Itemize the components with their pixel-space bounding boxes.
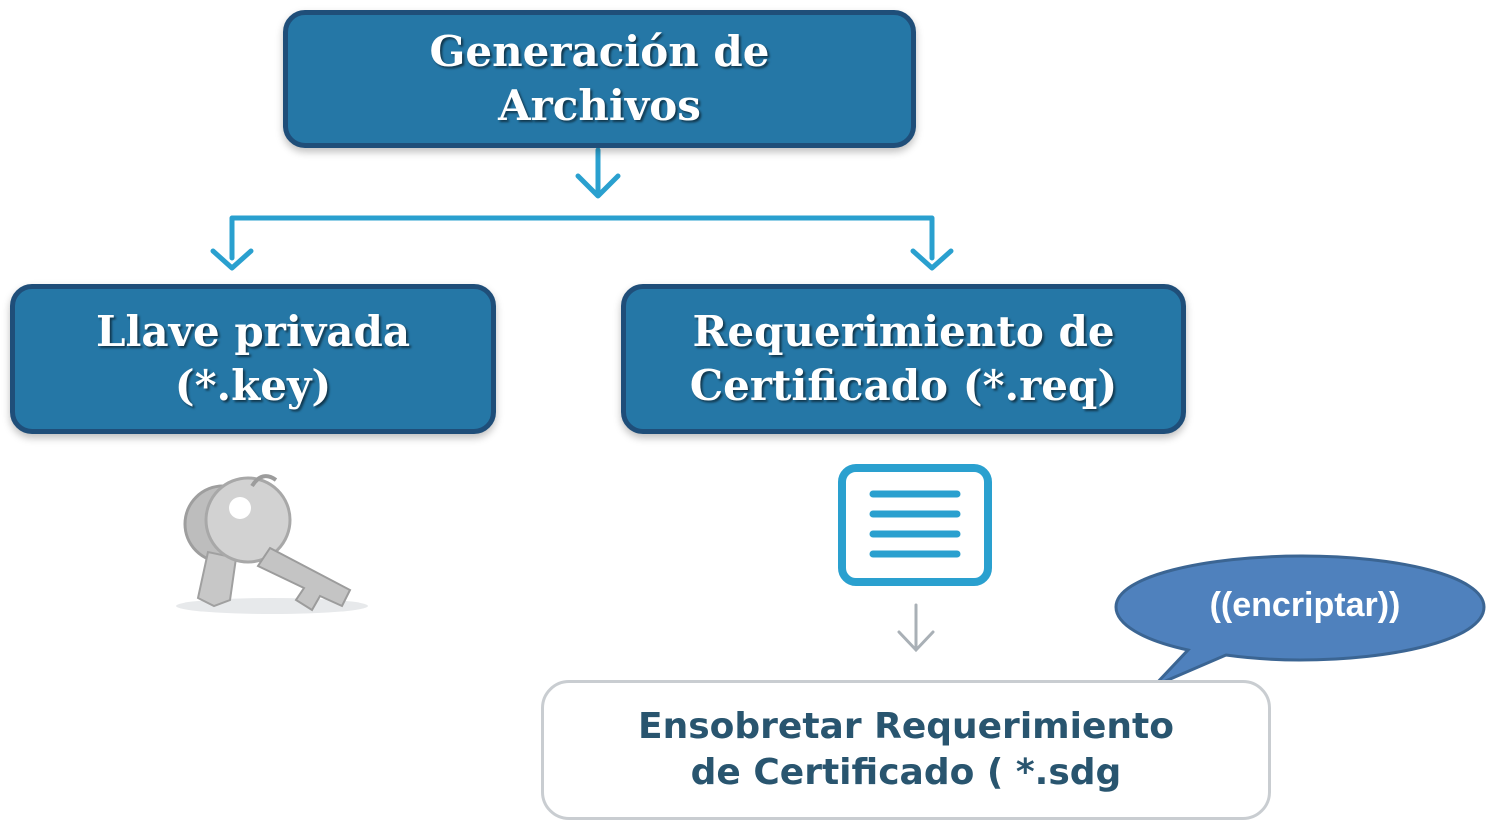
node-requerimiento-certificado: Requerimiento de Certificado (*.req) <box>621 284 1186 434</box>
node-label-line1: Ensobretar Requerimiento <box>638 706 1174 747</box>
key-icon <box>176 474 368 614</box>
node-generacion-archivos: Generación de Archivos <box>283 10 916 148</box>
node-label-line1: Generación de <box>429 27 770 76</box>
node-label-line1: Requerimiento de <box>692 307 1115 356</box>
node-ensobretar-requerimiento: Ensobretar Requerimiento de Certificado … <box>541 680 1271 820</box>
node-label-line1: Llave privada <box>95 307 411 356</box>
connector-root <box>210 147 954 271</box>
node-label-line2: de Certificado ( *.sdg <box>690 752 1122 793</box>
document-icon <box>838 464 992 586</box>
node-label-line2: Certificado (*.req) <box>689 361 1118 410</box>
node-label-line2: Archivos <box>498 81 701 130</box>
node-label-line2: (*.key) <box>174 361 332 410</box>
callout-label: ((encriptar)) <box>1209 586 1401 624</box>
connector-document <box>897 603 935 653</box>
node-llave-privada: Llave privada (*.key) <box>10 284 496 434</box>
callout-bubble <box>1114 554 1486 688</box>
